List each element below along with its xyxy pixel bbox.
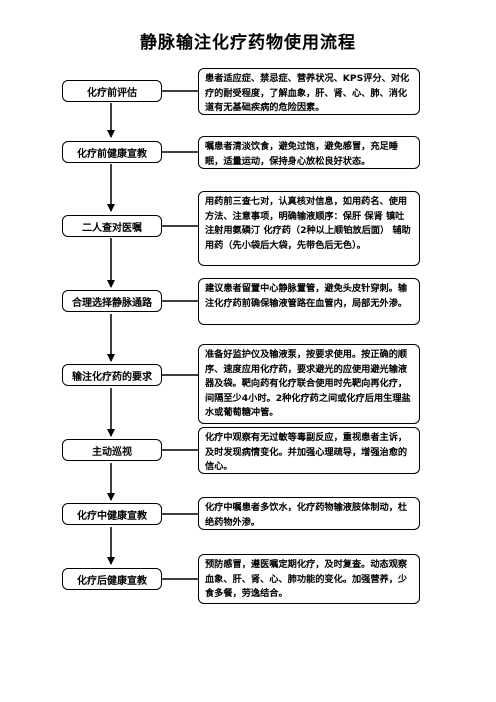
- desc-infusion-requirements: 准备好监护仪及输液泵，按要求使用。按正确的顺序、速度应用化疗药，要求避光的应使用…: [198, 344, 420, 424]
- desc-active-rounds: 化疗中观察有无过敏等毒副反应，重视患者主诉，及时发现病情变化。并加强心理疏导，增…: [198, 427, 420, 474]
- step-mid-chemo-education: 化疗中健康宣教: [62, 503, 162, 525]
- desc-pre-chemo-assessment: 患者适应症、禁忌症、营养状况、KPS评分、对化疗的耐受程度，了解血象，肝、肾、心…: [198, 68, 420, 115]
- step-select-venous-access: 合理选择静脉通路: [62, 290, 162, 312]
- step-pre-chemo-education: 化疗前健康宣教: [62, 141, 162, 163]
- desc-select-venous-access: 建议患者留置中心静脉置管，避免头皮针穿刺。输注化疗药前确保输液管路在血管内，局部…: [198, 278, 420, 325]
- step-double-check-orders: 二人查对医嘱: [62, 215, 162, 237]
- desc-mid-chemo-education: 化疗中嘱患者多饮水，化疗药物输液肢体制动，杜绝药物外渗。: [198, 497, 420, 530]
- step-pre-chemo-assessment: 化疗前评估: [62, 80, 162, 102]
- desc-pre-chemo-education: 嘱患者清淡饮食，避免过饱，避免感冒，充足睡眠，适量运动，保持身心放松良好状态。: [198, 136, 420, 169]
- step-active-rounds: 主动巡视: [62, 439, 162, 461]
- step-infusion-requirements: 输注化疗药的要求: [62, 364, 162, 386]
- page-title: 静脉输注化疗药物使用流程: [140, 33, 356, 53]
- desc-post-chemo-education: 预防感冒，遵医嘱定期化疗，及时复查。动态观察血象、肝、肾、心、肺功能的变化。加强…: [198, 554, 420, 604]
- step-post-chemo-education: 化疗后健康宣教: [62, 568, 162, 590]
- desc-double-check-orders: 用药前三查七对，认真核对信息，如用药名、使用方法、注意事项，明确输液顺序：保肝 …: [198, 191, 420, 266]
